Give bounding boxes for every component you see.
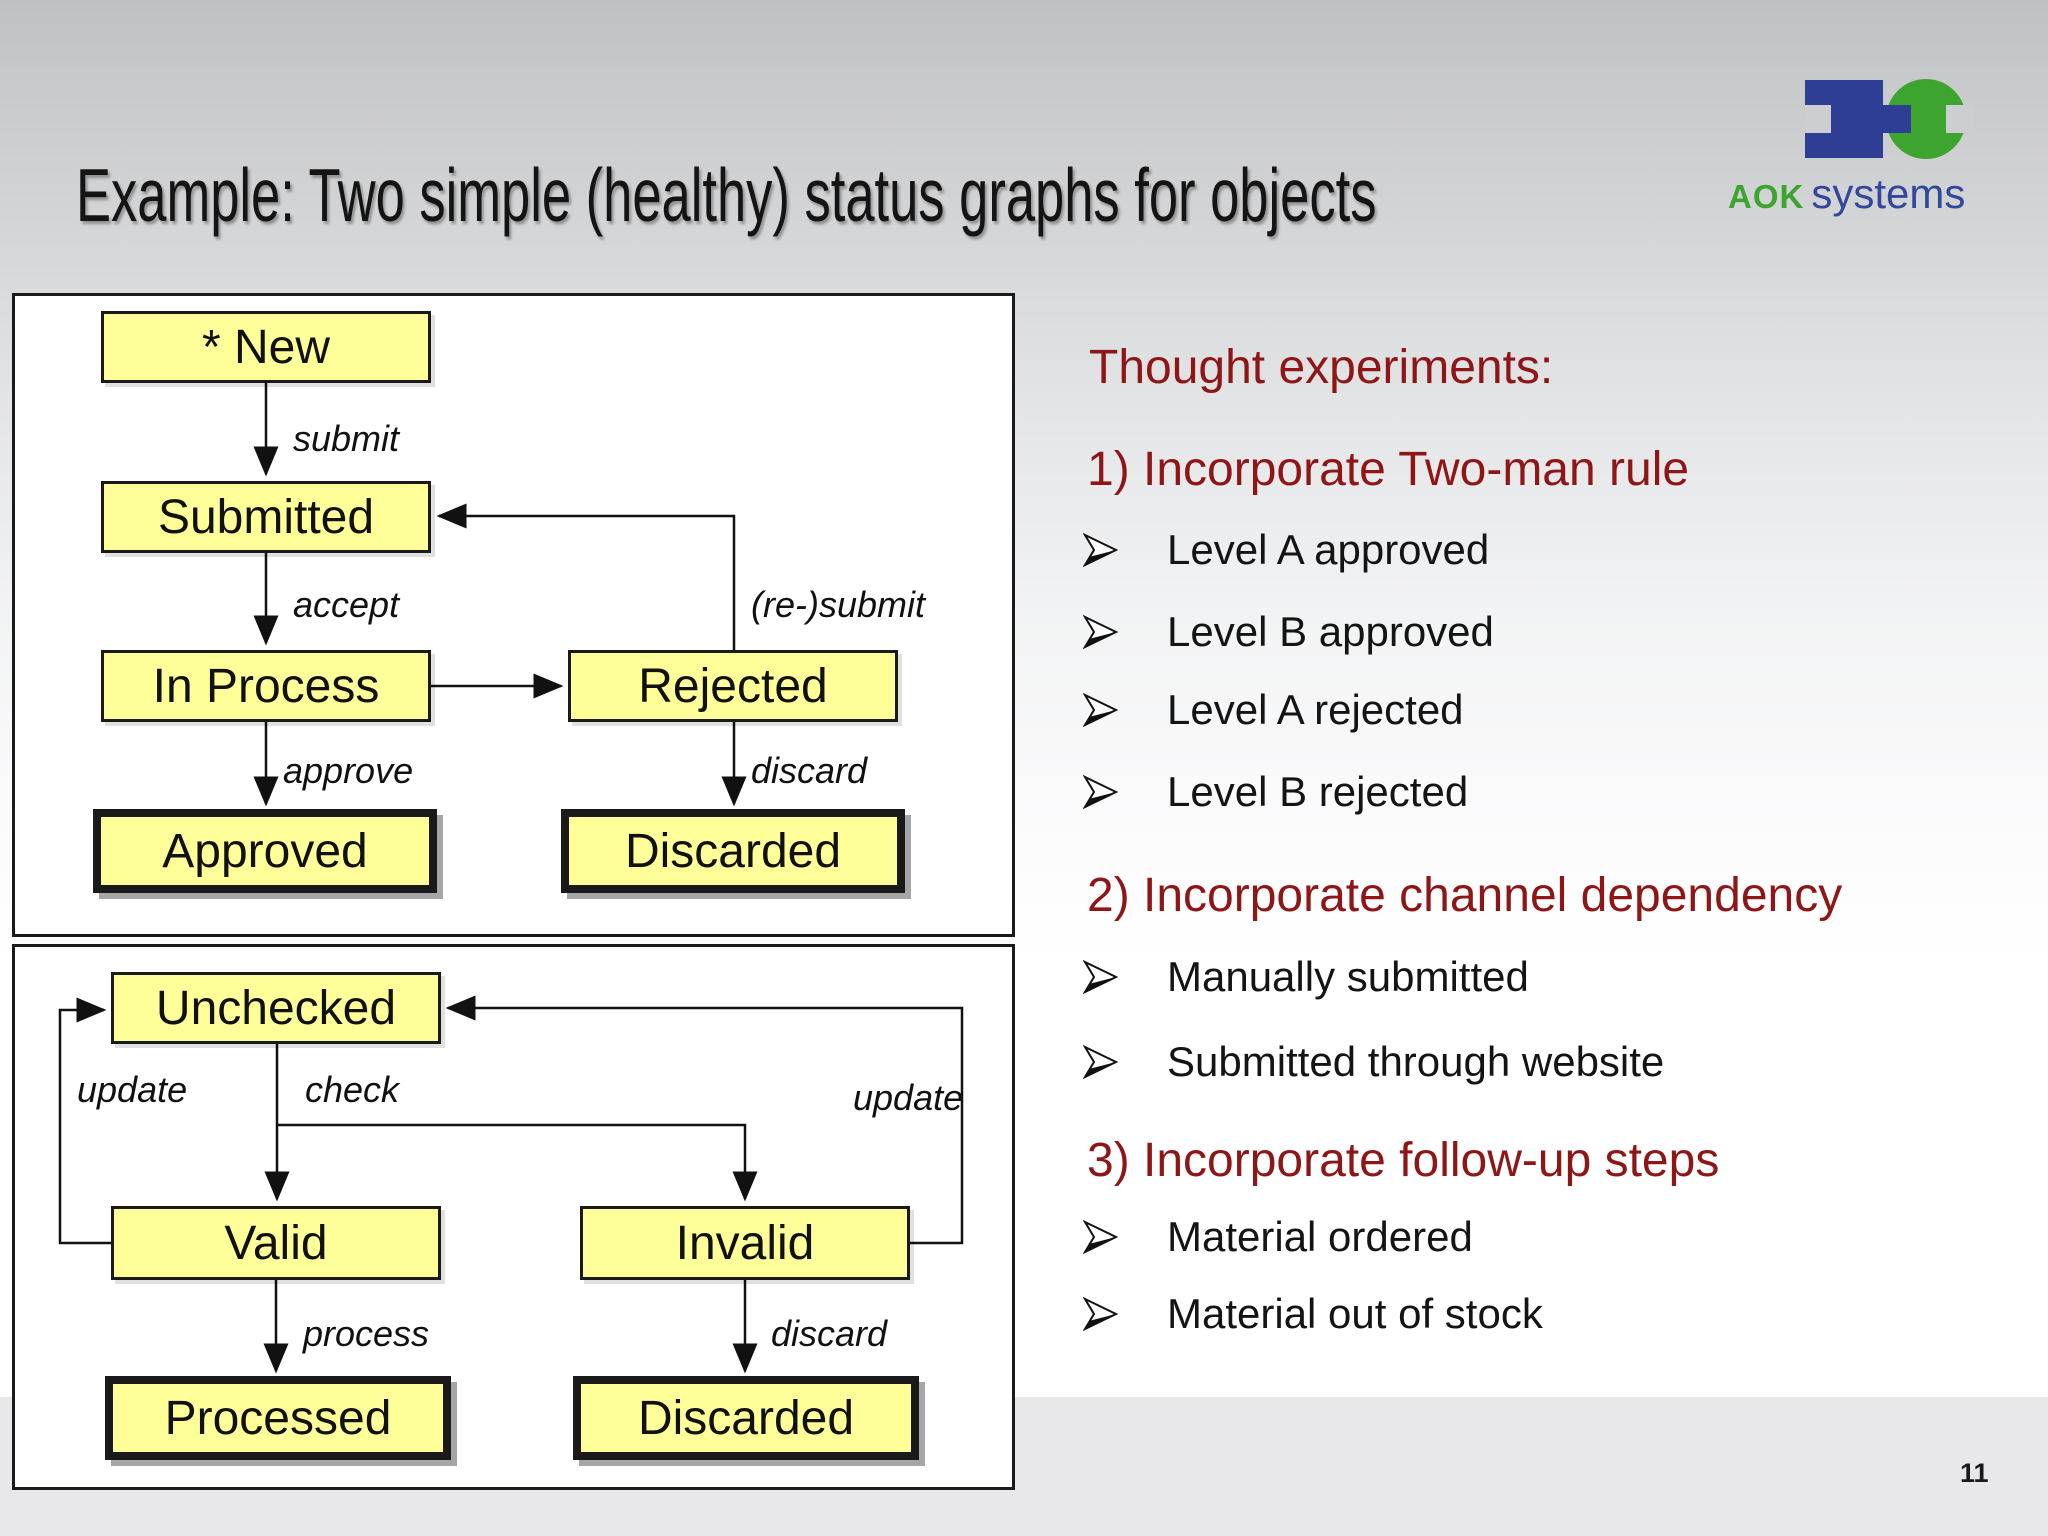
transition-label-update-left: update xyxy=(77,1069,188,1110)
page-number: 11 xyxy=(1960,1458,1989,1488)
state-invalid: Invalid xyxy=(580,1206,910,1280)
bullet-arrow-icon xyxy=(1082,774,1119,810)
state-in-process: In Process xyxy=(101,650,431,722)
bullet-arrow-icon xyxy=(1082,614,1119,650)
state-discarded-top: Discarded xyxy=(561,809,905,893)
transition-label-process: process xyxy=(303,1313,430,1354)
list-item: Level B approved xyxy=(1082,608,1494,656)
transition-label-check: check xyxy=(305,1069,400,1110)
state-rejected: Rejected xyxy=(568,650,898,722)
transition-label-submit: submit xyxy=(293,418,400,459)
state-discarded-bottom: Discarded xyxy=(573,1376,919,1460)
puzzle-logo-icon xyxy=(1805,79,1974,159)
status-graph-bottom: Unchecked Valid Invalid Processed Discar… xyxy=(12,944,1015,1490)
state-approved: Approved xyxy=(93,809,437,893)
list-item: Material ordered xyxy=(1082,1213,1473,1261)
section-3-heading: 3) Incorporate follow-up steps xyxy=(1087,1134,1720,1187)
slide-title: Example: Two simple (healthy) status gra… xyxy=(76,153,1377,237)
thought-experiments-heading: Thought experiments: xyxy=(1089,341,1554,394)
bullet-arrow-icon xyxy=(1082,1296,1119,1332)
transition-label-discard-bottom: discard xyxy=(771,1313,888,1354)
arrow-update-left xyxy=(58,997,111,1245)
arrow-update-right xyxy=(445,995,964,1245)
list-item: Material out of stock xyxy=(1082,1290,1543,1338)
list-item: Submitted through website xyxy=(1082,1038,1664,1086)
bullet-arrow-icon xyxy=(1082,1219,1119,1255)
state-processed: Processed xyxy=(105,1376,451,1460)
arrow-check-invalid xyxy=(277,1123,758,1202)
bullet-arrow-icon xyxy=(1082,532,1119,568)
list-item: Level B rejected xyxy=(1082,768,1468,816)
bullet-arrow-icon xyxy=(1082,692,1119,728)
logo-aok-text: AOK xyxy=(1728,178,1805,215)
state-new: * New xyxy=(101,311,431,383)
top-graph-arrows xyxy=(253,383,747,807)
status-graph-top: * New Submitted In Process Approved Reje… xyxy=(12,293,1015,937)
state-submitted: Submitted xyxy=(101,481,431,553)
bullet-arrow-icon xyxy=(1082,1044,1119,1080)
transition-label-discard-top: discard xyxy=(751,750,868,791)
list-item: Manually submitted xyxy=(1082,953,1529,1001)
transition-label-accept: accept xyxy=(293,584,400,625)
transition-label-update-right: update xyxy=(853,1077,964,1118)
list-item: Level A rejected xyxy=(1082,686,1464,734)
arrow-resubmit xyxy=(436,503,736,650)
bullet-arrow-icon xyxy=(1082,959,1119,995)
logo-systems-text: systems xyxy=(1811,170,1966,217)
state-valid: Valid xyxy=(111,1206,441,1280)
bottom-graph-arrows xyxy=(58,995,964,1374)
section-2-heading: 2) Incorporate channel dependency xyxy=(1087,869,1843,922)
list-item: Level A approved xyxy=(1082,526,1489,574)
aok-systems-logo: AOK systems xyxy=(1720,74,2010,224)
state-unchecked: Unchecked xyxy=(111,972,441,1044)
section-1-heading: 1) Incorporate Two-man rule xyxy=(1087,443,1690,496)
logo-wordmark: AOK systems xyxy=(1728,170,1965,218)
transition-label-approve: approve xyxy=(283,750,414,791)
transition-label-resubmit: (re-)submit xyxy=(751,584,926,625)
